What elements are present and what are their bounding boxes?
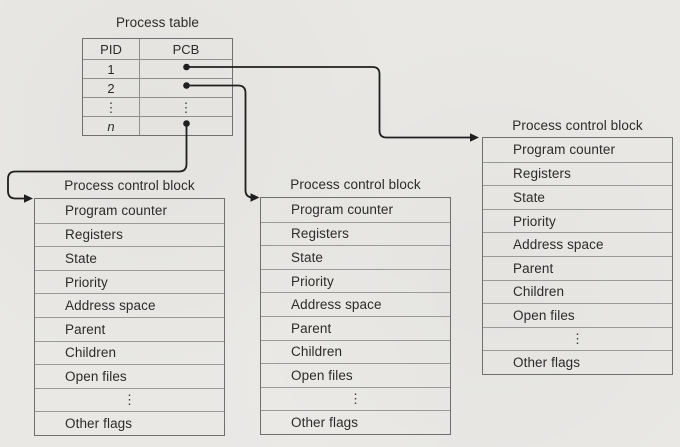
process-table-pcb-ellipsis: ⋮ xyxy=(140,97,232,116)
pcb-field-row: Children xyxy=(35,340,224,365)
process-table: PID PCB 1 2 ⋮ ⋮ n xyxy=(82,38,233,136)
pcb-field-row: State xyxy=(35,246,224,270)
pcb-field-row: Program counter xyxy=(513,142,616,158)
pcb-field-row: Open files xyxy=(483,303,672,327)
process-table-header-pcb: PCB xyxy=(172,41,200,57)
pcb-field-row-ellipsis: ⋮ xyxy=(483,326,672,351)
pcb-field-row: Children xyxy=(483,279,672,304)
process-table-title: Process table xyxy=(115,15,200,30)
pcb-field-row: Other flags xyxy=(483,350,672,374)
pcb-block-3-title: Process control block xyxy=(512,118,643,133)
pcb-field-row: Open files xyxy=(35,364,224,388)
pcb-field-row: State xyxy=(483,185,672,209)
pcb-field-row: Other flags xyxy=(35,411,224,435)
arrowhead-icon xyxy=(470,133,479,142)
pcb-block-1-title: Process control block xyxy=(64,178,195,193)
process-table-pcb-cell-n xyxy=(140,116,232,135)
pcb-field-row: Priority xyxy=(483,208,672,233)
pcb-field-row: Parent xyxy=(483,256,672,280)
process-table-header-pid: PID xyxy=(83,39,140,59)
arrowhead-icon xyxy=(24,194,33,203)
process-table-pid-2: 2 xyxy=(83,78,140,97)
pcb-field-row: Address space xyxy=(35,293,224,317)
pcb-field-row: Registers xyxy=(483,161,672,186)
process-table-pcb-cell-2 xyxy=(140,78,232,97)
pcb-block-3: Program counter Registers State Priority… xyxy=(482,137,673,375)
pcb-field-row-ellipsis: ⋮ xyxy=(35,387,224,412)
pcb-field-row: Priority xyxy=(261,268,450,293)
process-table-pcb-cell-1 xyxy=(140,59,232,78)
pcb-field-row: Address space xyxy=(261,292,450,316)
pcb-block-2: Program counter Registers State Priority… xyxy=(260,197,451,435)
pcb-block-2-title: Process control block xyxy=(290,177,421,192)
pcb-field-row: State xyxy=(261,245,450,269)
pcb-field-row: Program counter xyxy=(291,202,394,218)
process-table-pid-n: n xyxy=(83,116,140,135)
pcb-field-row: Registers xyxy=(35,222,224,247)
arrowhead-icon xyxy=(250,193,260,202)
pcb-field-row: Priority xyxy=(35,269,224,294)
pcb-field-row: Open files xyxy=(261,363,450,387)
pcb-field-row-ellipsis: ⋮ xyxy=(261,386,450,411)
pcb-field-row: Parent xyxy=(261,316,450,340)
pcb-field-row: Address space xyxy=(483,232,672,256)
process-table-pid-ellipsis: ⋮ xyxy=(83,97,140,116)
pcb-field-row: Other flags xyxy=(261,410,450,434)
process-table-pid-1: 1 xyxy=(83,59,140,78)
pcb-field-row: Children xyxy=(261,339,450,364)
pcb-field-row: Registers xyxy=(261,221,450,246)
pcb-field-row: Parent xyxy=(35,317,224,341)
pcb-block-1: Program counter Registers State Priority… xyxy=(34,198,225,436)
pcb-field-row: Program counter xyxy=(65,203,168,219)
